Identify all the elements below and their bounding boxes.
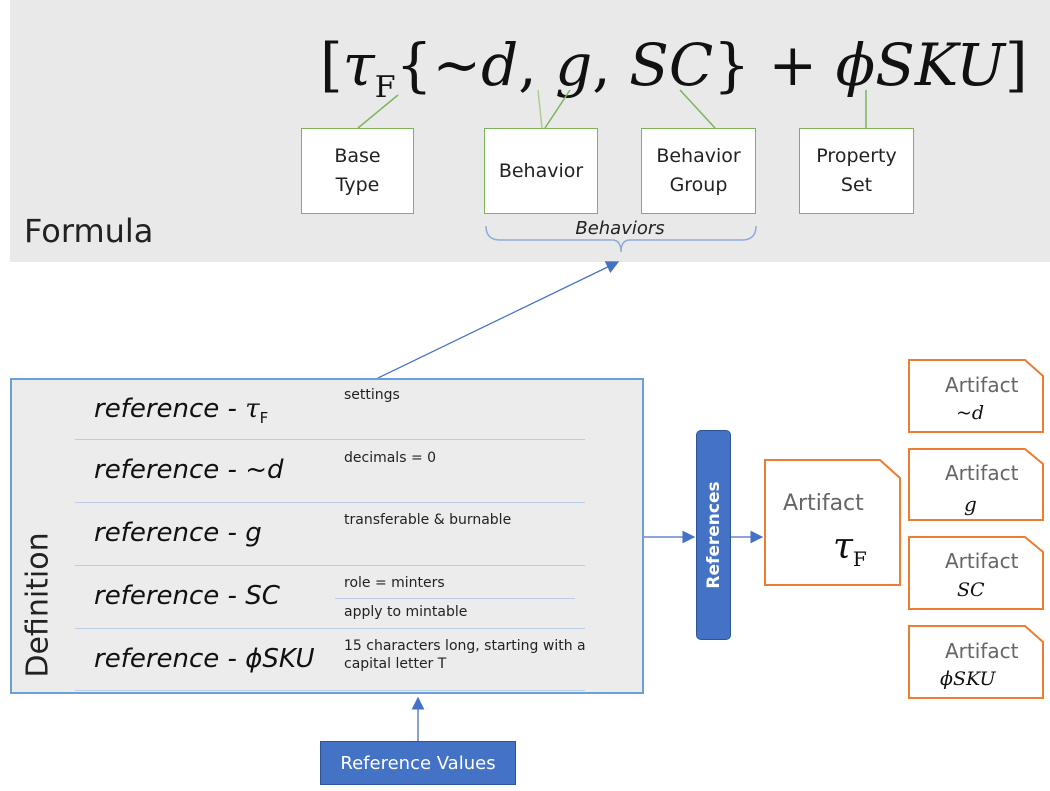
behavior-group-box: Behavior Group: [641, 128, 756, 214]
reference-row-d: reference - ~d: [94, 455, 284, 485]
formula-brace-close: }: [713, 31, 751, 99]
artifact-sc-label: Artifact: [945, 549, 1019, 573]
artifact-g-label: Artifact: [945, 461, 1019, 485]
formula-comma-2: ,: [592, 31, 630, 99]
artifact-sc-symbol: SC: [957, 579, 985, 601]
artifact-d-label: Artifact: [945, 373, 1019, 397]
artifact-main-sub: F: [852, 547, 867, 572]
reference-row-tau-symbol: τ: [245, 394, 260, 424]
formula-phi-sku: ϕSKU: [835, 31, 1006, 99]
reference-row-sku-symbol: ϕSKU: [245, 644, 315, 674]
references-bar: References: [696, 430, 731, 640]
formula-brace-open: {: [395, 31, 433, 99]
artifact-main-shape: [764, 459, 901, 586]
artifact-g-symbol: g: [964, 492, 977, 516]
connector-base-type: [357, 94, 399, 129]
artifact-sku-label: Artifact: [945, 639, 1019, 663]
reference-row-tau: reference - τF: [94, 394, 334, 427]
definition-label: Definition: [18, 520, 58, 690]
artifact-sc-shape: [908, 536, 1044, 610]
setting-sc-role: role = minters: [344, 575, 445, 591]
connector-behavior-2: [544, 89, 571, 129]
artifact-d-symbol: ~d: [956, 402, 985, 424]
formula-label: Formula: [24, 212, 154, 250]
property-set-label: Property Set: [816, 145, 897, 196]
reference-row-g: reference - g: [94, 518, 262, 548]
reference-row-tau-sub: F: [259, 409, 269, 428]
formula-expression: [τF{~d, g, SC} + ϕSKU]: [320, 20, 1028, 110]
setting-d: decimals = 0: [344, 450, 437, 466]
row-divider: [75, 565, 585, 566]
setting-g: transferable & burnable: [344, 512, 512, 528]
base-type-label: Base Type: [334, 145, 381, 196]
row-divider: [75, 502, 585, 503]
setting-tau: settings: [344, 387, 400, 403]
connector-behavior-group: [679, 89, 716, 129]
property-set-box: Property Set: [799, 128, 914, 214]
formula-close-bracket: ]: [1005, 31, 1028, 99]
connector-behavior-1: [537, 89, 543, 129]
artifact-main-tau: τ: [833, 526, 853, 567]
row-divider: [75, 690, 585, 691]
formula-tau: τ: [342, 31, 375, 99]
setting-sku: 15 characters long, starting with a capi…: [344, 638, 586, 672]
row-divider: [75, 628, 585, 629]
row-divider: [75, 439, 585, 440]
behaviors-label: Behaviors: [575, 218, 665, 239]
behavior-group-label: Behavior Group: [656, 145, 741, 196]
formula-tilde-d: ~d: [432, 31, 519, 99]
base-type-box: Base Type: [301, 128, 414, 214]
formula-comma-1: ,: [518, 31, 556, 99]
artifact-g-shape: [908, 448, 1044, 521]
reference-row-sku-text: reference -: [94, 644, 246, 674]
references-label: References: [703, 481, 724, 589]
behavior-label: Behavior: [498, 159, 584, 182]
definition-label-text: Definition: [20, 532, 56, 678]
artifact-main-label: Artifact: [783, 491, 864, 516]
formula-g: g: [555, 31, 593, 99]
reference-values-box: Reference Values: [320, 741, 516, 785]
artifact-sku-shape: [908, 625, 1044, 699]
setting-sc-apply: apply to mintable: [344, 604, 468, 620]
artifact-sku-symbol: ϕSKU: [940, 668, 996, 690]
artifact-d-shape: [908, 359, 1044, 433]
reference-row-sku: reference - ϕSKU: [94, 644, 334, 674]
reference-row-sc: reference - SC: [94, 581, 280, 611]
behaviors-brace: [485, 225, 757, 253]
definition-panel: [10, 378, 644, 694]
arrow-definition-to-behaviors: [377, 261, 620, 379]
behavior-box: Behavior: [484, 128, 598, 214]
sub-divider: [335, 598, 575, 599]
formula-sc: SC: [629, 31, 714, 99]
formula-open-bracket: [: [320, 31, 343, 99]
artifact-main-symbol: τF: [833, 526, 867, 571]
formula-plus: +: [750, 31, 836, 99]
formula-tau-sub: F: [374, 70, 396, 105]
reference-row-tau-text: reference -: [94, 394, 246, 424]
